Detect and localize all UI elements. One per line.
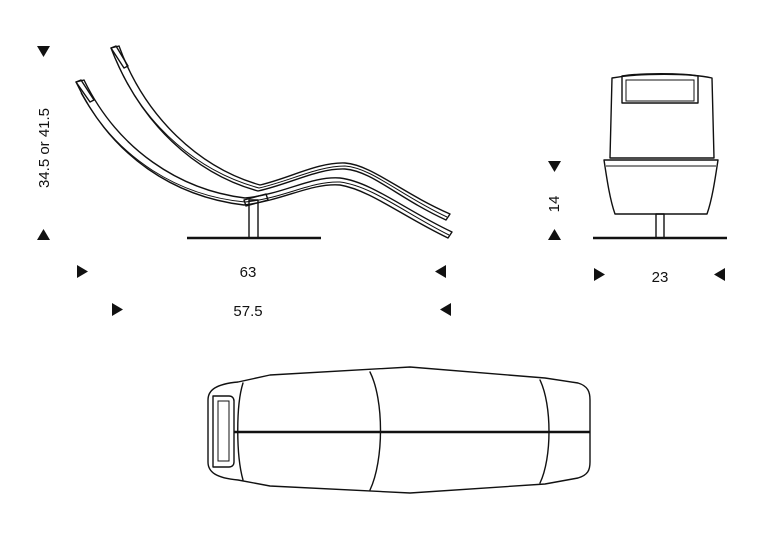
side-view-upper-slat	[110, 45, 451, 221]
side-height-arrow-bottom	[37, 229, 50, 240]
front-view-headrest-inner	[625, 79, 695, 102]
side-length-outer-arrow-left	[77, 265, 88, 278]
front-height-arrow-top	[548, 161, 561, 172]
side-view-column	[248, 199, 259, 239]
side-length-inner-arrow-left	[112, 303, 123, 316]
side-height-dimension: 34.5 or 41.5	[36, 46, 53, 240]
side-length-outer-label: 63	[240, 264, 257, 281]
front-height-arrow-bottom	[548, 229, 561, 240]
side-length-inner-dimension: 57.5	[112, 303, 451, 320]
side-length-inner-arrow-right	[440, 303, 451, 316]
front-view-column	[655, 213, 665, 239]
side-view	[75, 45, 453, 240]
side-view-lower-slat-inner	[80, 92, 450, 236]
side-height-arrow-top	[37, 46, 50, 57]
front-view-headrest	[621, 73, 699, 104]
side-length-outer-arrow-right	[435, 265, 446, 278]
front-width-arrow-right	[714, 268, 725, 281]
top-view-headrest	[212, 395, 235, 468]
side-length-outer-dimension: 63	[77, 264, 446, 281]
side-view-upper-slat-inner	[115, 59, 448, 218]
side-length-inner-label: 57.5	[233, 303, 262, 320]
side-view-upper-cap	[110, 45, 129, 69]
top-view-middle-seam	[369, 371, 382, 491]
front-width-dimension: 23	[594, 268, 725, 286]
side-view-column-collar	[243, 193, 269, 207]
top-view-headrest-inner	[217, 400, 230, 462]
front-height-dimension: 14	[546, 161, 563, 240]
front-view	[593, 73, 727, 240]
side-height-label: 34.5 or 41.5	[36, 108, 53, 188]
front-width-arrow-left	[594, 268, 605, 281]
top-view-back-seam	[237, 382, 244, 481]
front-view-seat	[603, 159, 719, 215]
top-view-outline	[207, 366, 591, 494]
top-view	[207, 366, 591, 494]
front-width-label: 23	[652, 269, 669, 286]
side-view-lower-cap	[75, 79, 95, 103]
front-height-label: 14	[546, 196, 563, 213]
side-view-lower-slat	[75, 79, 453, 239]
